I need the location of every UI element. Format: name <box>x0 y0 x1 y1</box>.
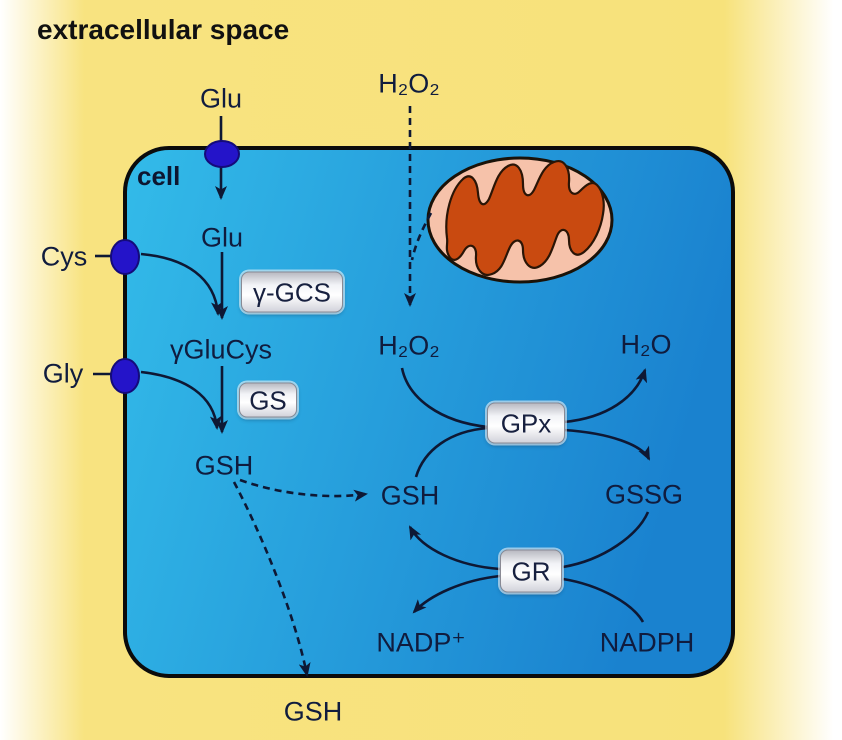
arrow-gpx-to-h2o <box>563 368 648 424</box>
arrow-gsh-export <box>232 481 311 677</box>
mitochondrion-icon <box>426 156 614 284</box>
cys-transporter-icon <box>110 239 140 275</box>
gsh-cycle-label: GSH <box>380 480 440 511</box>
h2o2-intracellular-label: H₂O₂ <box>378 330 440 361</box>
gamma-glucys-label: γGluCys <box>169 334 273 365</box>
gr-enzyme-box: GR <box>500 549 562 593</box>
glu-transporter-icon <box>204 140 240 168</box>
arrow-nadph-to-gr <box>562 577 645 623</box>
arrow-h2o2-from-mitochondrion <box>410 212 433 261</box>
gssg-label: GSSG <box>604 479 684 510</box>
arrow-gpx-to-gssg <box>563 428 651 461</box>
cys-label: Cys <box>40 241 88 272</box>
arrow-gr-to-gsh <box>408 525 501 571</box>
cell-label: cell <box>137 161 181 191</box>
arrow-gsh-to-gpx <box>414 426 489 478</box>
nadp-plus-label: NADP⁺ <box>376 627 466 658</box>
arrow-gsh-to-cycle <box>239 478 368 502</box>
gly-label: Gly <box>42 358 84 389</box>
h2o2-extracellular-label: H₂O₂ <box>378 68 440 99</box>
arrow-h2o2-to-gpx <box>400 367 489 429</box>
h2o-label: H₂O <box>620 329 672 360</box>
gpx-enzyme-box: GPx <box>487 402 565 444</box>
arrow-gssg-to-gr <box>562 511 650 569</box>
gamma-gcs-enzyme-box: γ-GCS <box>241 271 343 313</box>
gs-enzyme-box: GS <box>239 382 297 418</box>
glu-extracellular-label: Glu <box>199 83 243 114</box>
gsh-synthesized-label: GSH <box>194 450 254 481</box>
gly-transporter-icon <box>110 358 140 394</box>
mitochondrion-cristae <box>445 160 605 276</box>
nadph-label: NADPH <box>599 627 695 658</box>
gsh-exported-label: GSH <box>283 696 343 727</box>
arrow-gly-to-gsh <box>140 370 222 430</box>
arrow-cys-to-glucys <box>140 252 223 316</box>
extracellular-space-label: extracellular space <box>37 14 290 45</box>
arrow-gr-to-nadp <box>412 574 501 614</box>
glu-intracellular-label: Glu <box>200 222 244 253</box>
